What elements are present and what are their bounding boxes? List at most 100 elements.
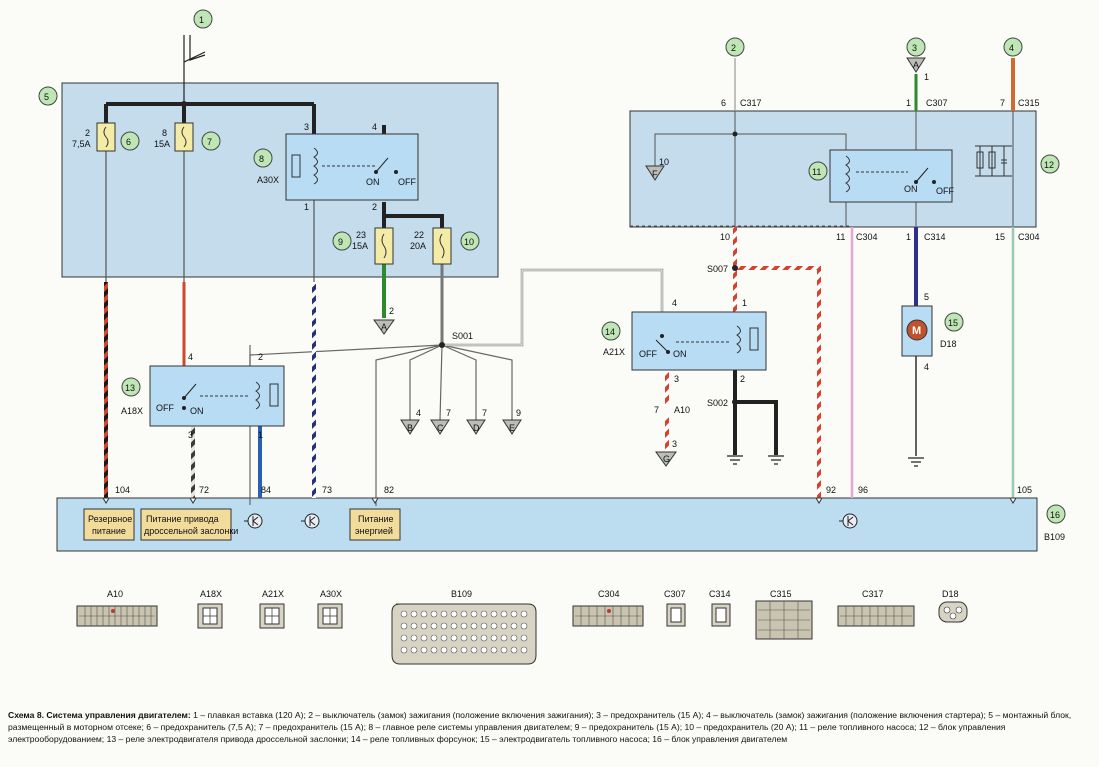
relay8-pin2: 2 <box>372 202 377 212</box>
callout-8: 8 <box>259 154 264 164</box>
relay-13 <box>149 365 285 427</box>
relay14-on: ON <box>673 349 687 359</box>
ecu-backup-line2: питание <box>92 526 126 536</box>
relay8-pin3: 3 <box>304 122 309 132</box>
connector-c307 <box>666 603 686 627</box>
marker-f: F <box>652 169 658 179</box>
c314-pin: 1 <box>906 232 911 242</box>
wire-to-relay14 <box>442 268 664 347</box>
c314-label: C314 <box>924 232 946 242</box>
c317-pin: 6 <box>721 98 726 108</box>
marker-e-pin: 9 <box>516 408 521 418</box>
relay8-on: ON <box>366 177 380 187</box>
ecu-pin-73: 73 <box>322 485 332 495</box>
relay13-pin1: 1 <box>258 430 263 440</box>
relay11-on: ON <box>904 184 918 194</box>
connector-label-c314: C314 <box>709 589 731 599</box>
wire-relay14-2 <box>733 370 778 455</box>
relay14-pin2: 2 <box>740 374 745 384</box>
callout-circles <box>38 9 1066 524</box>
connector-label-c307: C307 <box>664 589 686 599</box>
splice-s007: S007 <box>707 264 728 274</box>
relay8-id: A30X <box>257 175 279 185</box>
callout-3: 3 <box>912 43 917 53</box>
fuse7-rating: 15A <box>154 139 170 149</box>
marker-d-pin: 7 <box>482 408 487 418</box>
callout-5: 5 <box>44 92 49 102</box>
marker-c-pin: 7 <box>446 408 451 418</box>
connector-c315 <box>755 600 813 640</box>
connector-label-a21x: A21X <box>262 589 284 599</box>
pump-pin5: 5 <box>924 292 929 302</box>
connector-label-c317: C317 <box>862 589 884 599</box>
relay13-pin3: 3 <box>188 430 193 440</box>
marker-b-pin: 4 <box>416 408 421 418</box>
fuse-10 <box>432 227 452 265</box>
marker-g: G <box>663 454 670 464</box>
ecu-pin-105: 105 <box>1017 485 1032 495</box>
callout-13: 13 <box>125 383 135 393</box>
relay-11 <box>829 149 953 203</box>
pump-pin4: 4 <box>924 362 929 372</box>
callout-7: 7 <box>207 137 212 147</box>
connector-a10 <box>76 605 158 627</box>
connector-c317 <box>837 605 915 627</box>
ecu-transistor-icons <box>244 513 858 529</box>
ecu-throttle-line2: дроссельной заслонки <box>144 526 238 536</box>
relay-14 <box>631 311 767 371</box>
wire-s001-fan <box>249 344 513 506</box>
callout-14: 14 <box>605 327 615 337</box>
ecu-energy-line1: Питание <box>358 514 394 524</box>
connector-a30x <box>317 603 343 629</box>
connector-label-d18: D18 <box>942 589 959 599</box>
ecu-pin-84: 84 <box>261 485 271 495</box>
c317-label: C317 <box>740 98 762 108</box>
connector-label-c315: C315 <box>770 589 792 599</box>
connector-label-a18x: A18X <box>200 589 222 599</box>
callout-1: 1 <box>199 15 204 25</box>
callout-15: 15 <box>948 318 958 328</box>
a10-pin: 7 <box>654 405 659 415</box>
c304-label-15: C304 <box>1018 232 1040 242</box>
relay11-off: OFF <box>936 186 954 196</box>
ecu-pin-104: 104 <box>115 485 130 495</box>
connector-d18 <box>938 601 968 623</box>
marker-b: B <box>407 423 413 433</box>
ecu-label-throttle <box>140 508 232 541</box>
connector-label-a30x: A30X <box>320 589 342 599</box>
connector-c304 <box>572 605 644 627</box>
c307-marker-pin: 1 <box>924 72 929 82</box>
connector-label-a10: A10 <box>107 589 123 599</box>
wire-fusible-link <box>183 35 206 104</box>
ecu-pin-72: 72 <box>199 485 209 495</box>
ecu-throttle-line1: Питание привода <box>146 514 219 524</box>
relay14-off: OFF <box>639 349 657 359</box>
connector-c314 <box>711 603 731 627</box>
relay-8 <box>285 133 419 201</box>
ecu-label-energy <box>349 508 401 541</box>
motor-letter: M <box>912 325 921 337</box>
callout-16: 16 <box>1050 510 1060 520</box>
c315-label: C315 <box>1018 98 1040 108</box>
marker-a-left: A <box>381 322 387 332</box>
triangle-markers <box>373 57 926 467</box>
ecu-label-backup <box>83 508 135 541</box>
c304-pin15: 15 <box>995 232 1005 242</box>
relay13-pin4: 4 <box>188 352 193 362</box>
resistor-network <box>975 145 1012 177</box>
marker-c: C <box>437 423 444 433</box>
fuse9-id: 23 <box>356 230 366 240</box>
marker-e: E <box>509 423 515 433</box>
fuse9-rating: 15A <box>352 241 368 251</box>
splice-s001: S001 <box>452 331 473 341</box>
connector-label-b109: B109 <box>451 589 472 599</box>
wire-relay8-output <box>382 125 444 228</box>
wire-s007-92 <box>735 266 821 498</box>
ground-symbols <box>727 455 924 467</box>
fuse10-id: 22 <box>414 230 424 240</box>
wiring-diagram: M A B C D E F G A Резервное питание П <box>38 9 1066 665</box>
ecu-backup-line1: Резервное <box>88 514 132 524</box>
connector-a18x <box>197 603 223 629</box>
fuel-pump-motor: M <box>901 305 933 357</box>
wire-box12-internal <box>654 111 1014 226</box>
